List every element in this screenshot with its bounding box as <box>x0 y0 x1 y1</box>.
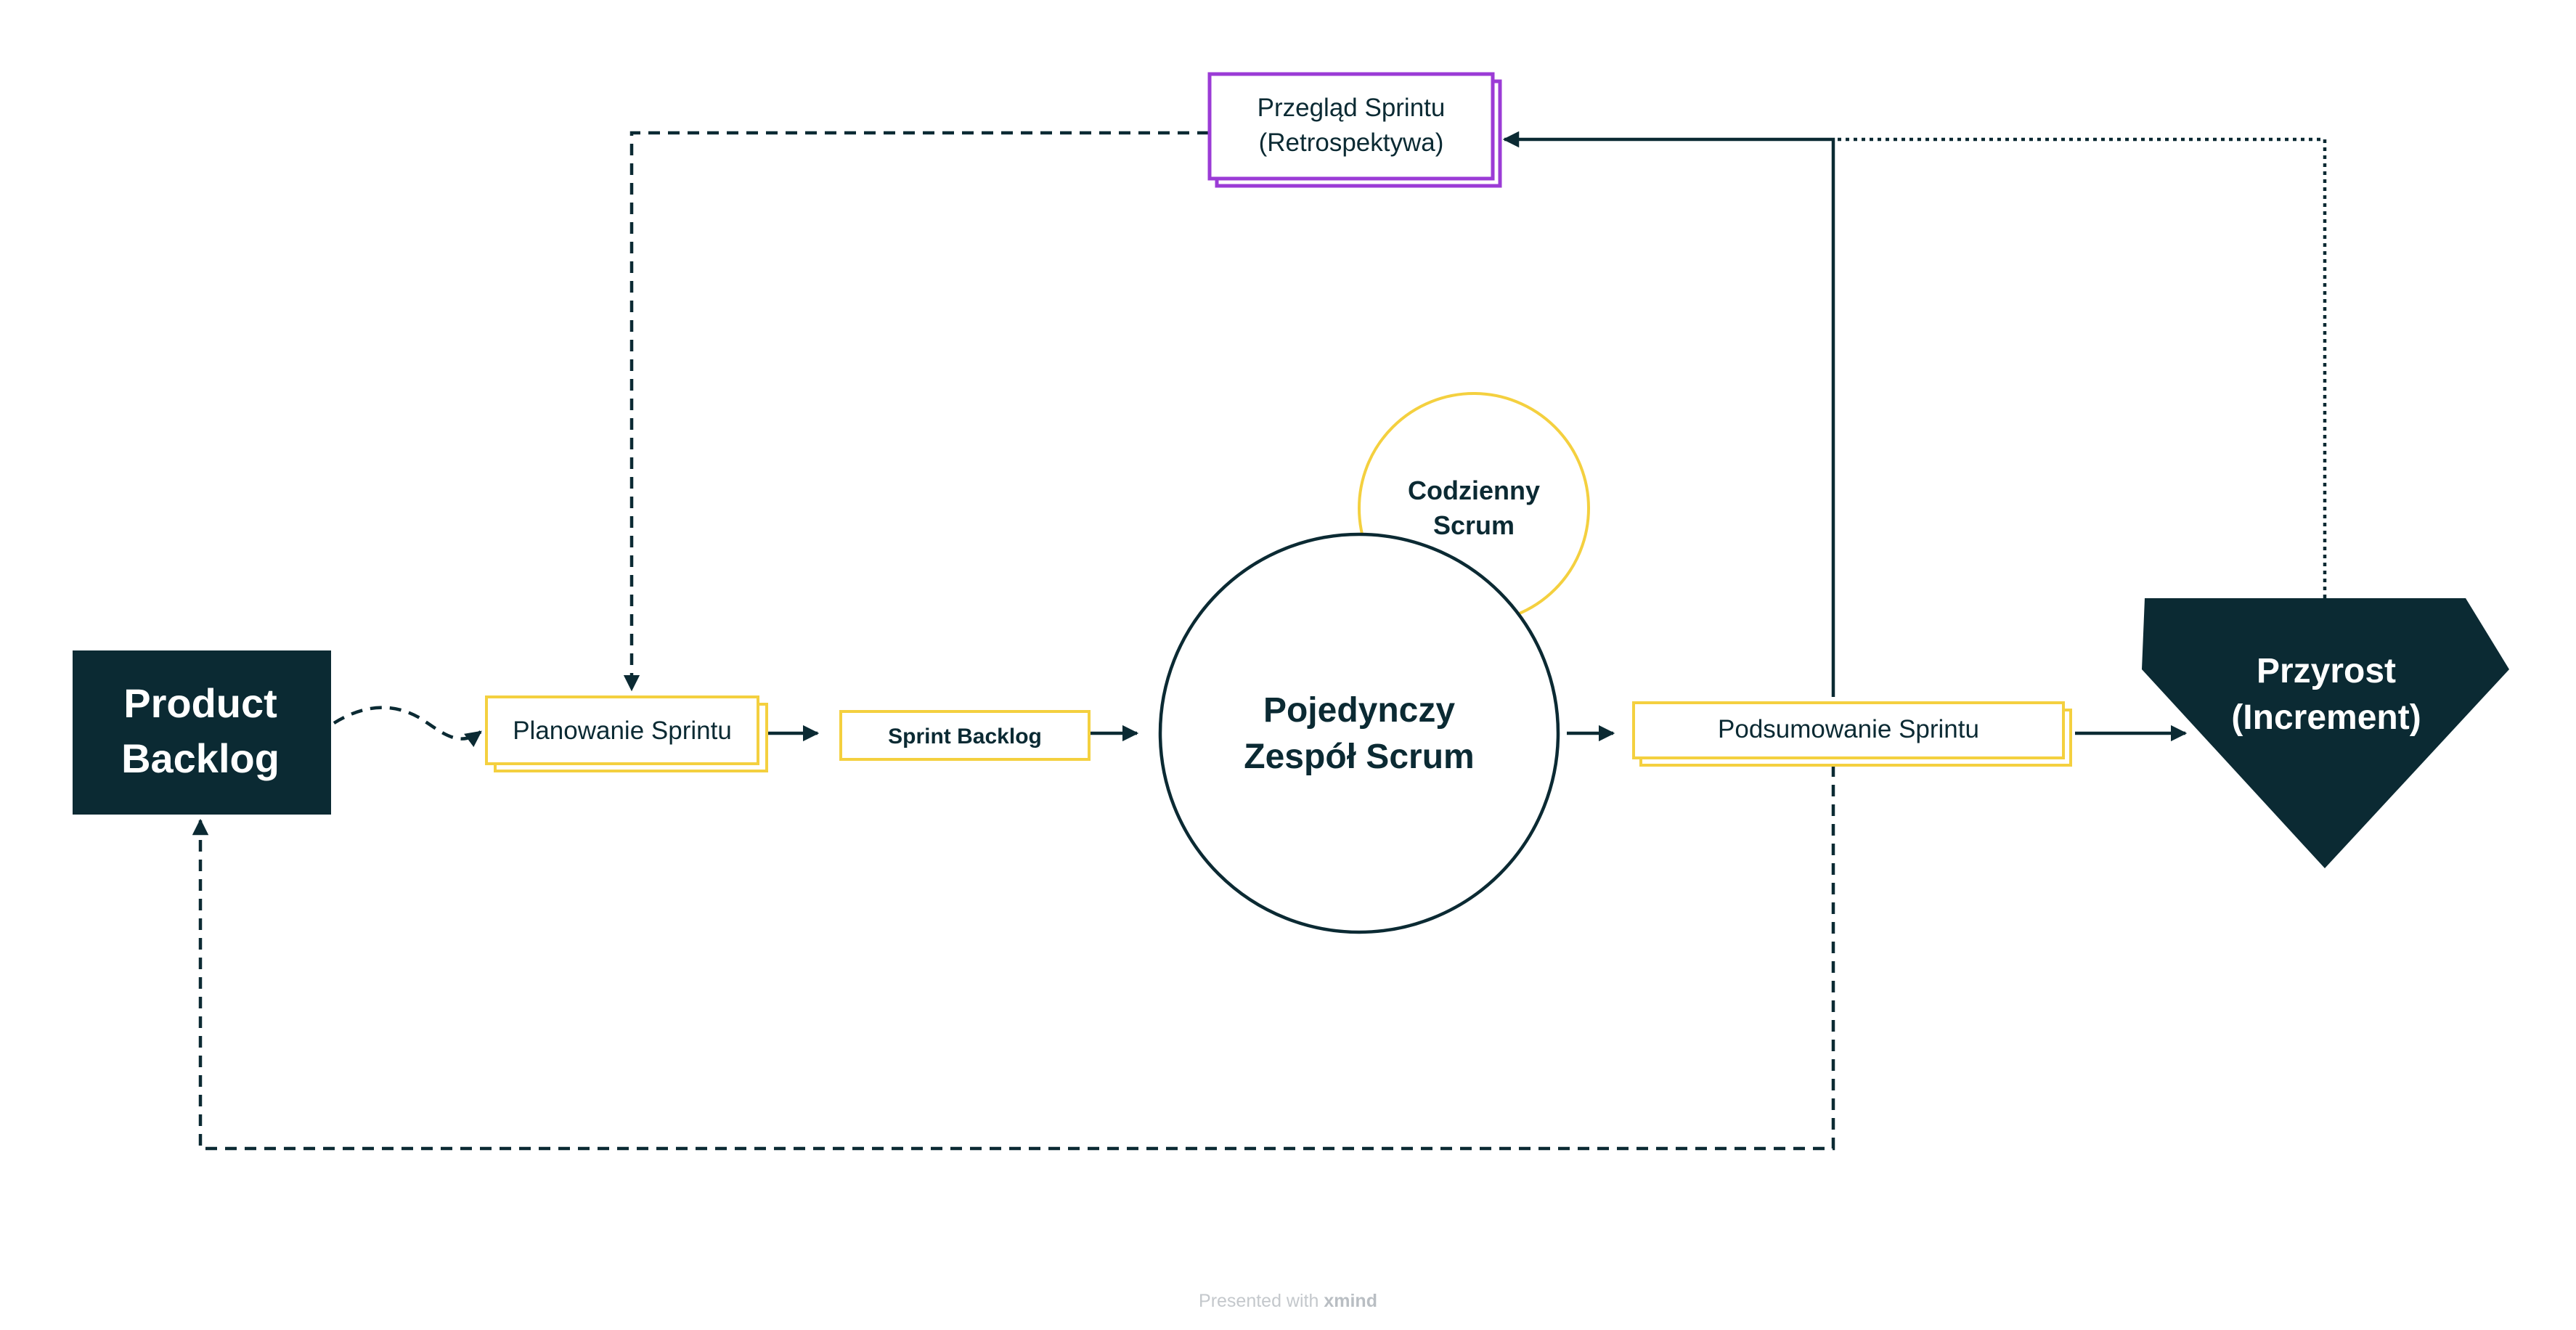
sprint-retrospective-node[interactable]: Przegląd Sprintu (Retrospektywa) <box>1207 72 1502 188</box>
svg-text:Scrum: Scrum <box>1433 510 1515 540</box>
edge-review-to-retro <box>1502 131 1835 697</box>
sprint-backlog-node[interactable]: Sprint Backlog <box>839 710 1091 761</box>
increment-node[interactable]: Przyrost (Increment) <box>2142 598 2509 868</box>
edge-increment-to-retro <box>1833 137 2327 598</box>
svg-text:Pojedynczy: Pojedynczy <box>1263 691 1455 730</box>
daily-scrum-line-2: Scrum <box>1433 510 1515 540</box>
scrum-team-line-2: Zespół Scrum <box>1244 738 1474 776</box>
svg-text:(Retrospektywa): (Retrospektywa) <box>1259 128 1444 157</box>
svg-text:Codzienny: Codzienny <box>1408 476 1540 505</box>
daily-scrum-line-1: Codzienny <box>1408 476 1540 505</box>
connectors <box>192 131 2327 1151</box>
scrum-team-node[interactable]: Pojedynczy Zespół Scrum <box>1158 532 1560 934</box>
sprint-planning-label: Planowanie Sprintu <box>513 717 732 745</box>
svg-text:Przegląd Sprintu: Przegląd Sprintu <box>1258 94 1446 122</box>
svg-text:(Increment): (Increment) <box>2231 698 2421 737</box>
retrospective-line-1: Przegląd Sprintu <box>1258 94 1446 122</box>
svg-text:Podsumowanie Sprintu: Podsumowanie Sprintu <box>1718 715 1979 743</box>
sprint-review-node[interactable]: Podsumowanie Sprintu <box>1632 701 2072 767</box>
scrum-team-line-1: Pojedynczy <box>1263 691 1455 730</box>
svg-text:Planowanie Sprintu: Planowanie Sprintu <box>513 717 732 745</box>
product-backlog-line-2: Backlog <box>121 735 280 781</box>
svg-text:Product: Product <box>123 680 277 726</box>
svg-text:Zespół Scrum: Zespół Scrum <box>1244 738 1474 776</box>
sprint-review-label: Podsumowanie Sprintu <box>1718 715 1979 743</box>
sprint-backlog-label: Sprint Backlog <box>888 725 1042 748</box>
product-backlog-node[interactable]: Product Backlog <box>73 650 331 815</box>
increment-line-2: (Increment) <box>2231 698 2421 737</box>
svg-text:Przyrost: Przyrost <box>2257 652 2396 690</box>
edge-review-to-product-backlog <box>192 765 1835 1151</box>
edge-retro-to-planning <box>623 131 1209 692</box>
retrospective-line-2: (Retrospektywa) <box>1259 128 1444 157</box>
edge-backlog-to-planning <box>333 706 482 748</box>
footer-prefix: Presented with <box>1199 1291 1319 1311</box>
product-backlog-line-1: Product <box>123 680 277 726</box>
svg-text:Sprint Backlog: Sprint Backlog <box>888 725 1042 748</box>
sprint-planning-node[interactable]: Planowanie Sprintu <box>485 695 768 772</box>
footer-brand: xmind <box>1324 1291 1377 1311</box>
svg-text:Backlog: Backlog <box>121 735 280 781</box>
increment-line-1: Przyrost <box>2257 652 2396 690</box>
footer-credit: Presented with xmind <box>0 1291 2576 1312</box>
